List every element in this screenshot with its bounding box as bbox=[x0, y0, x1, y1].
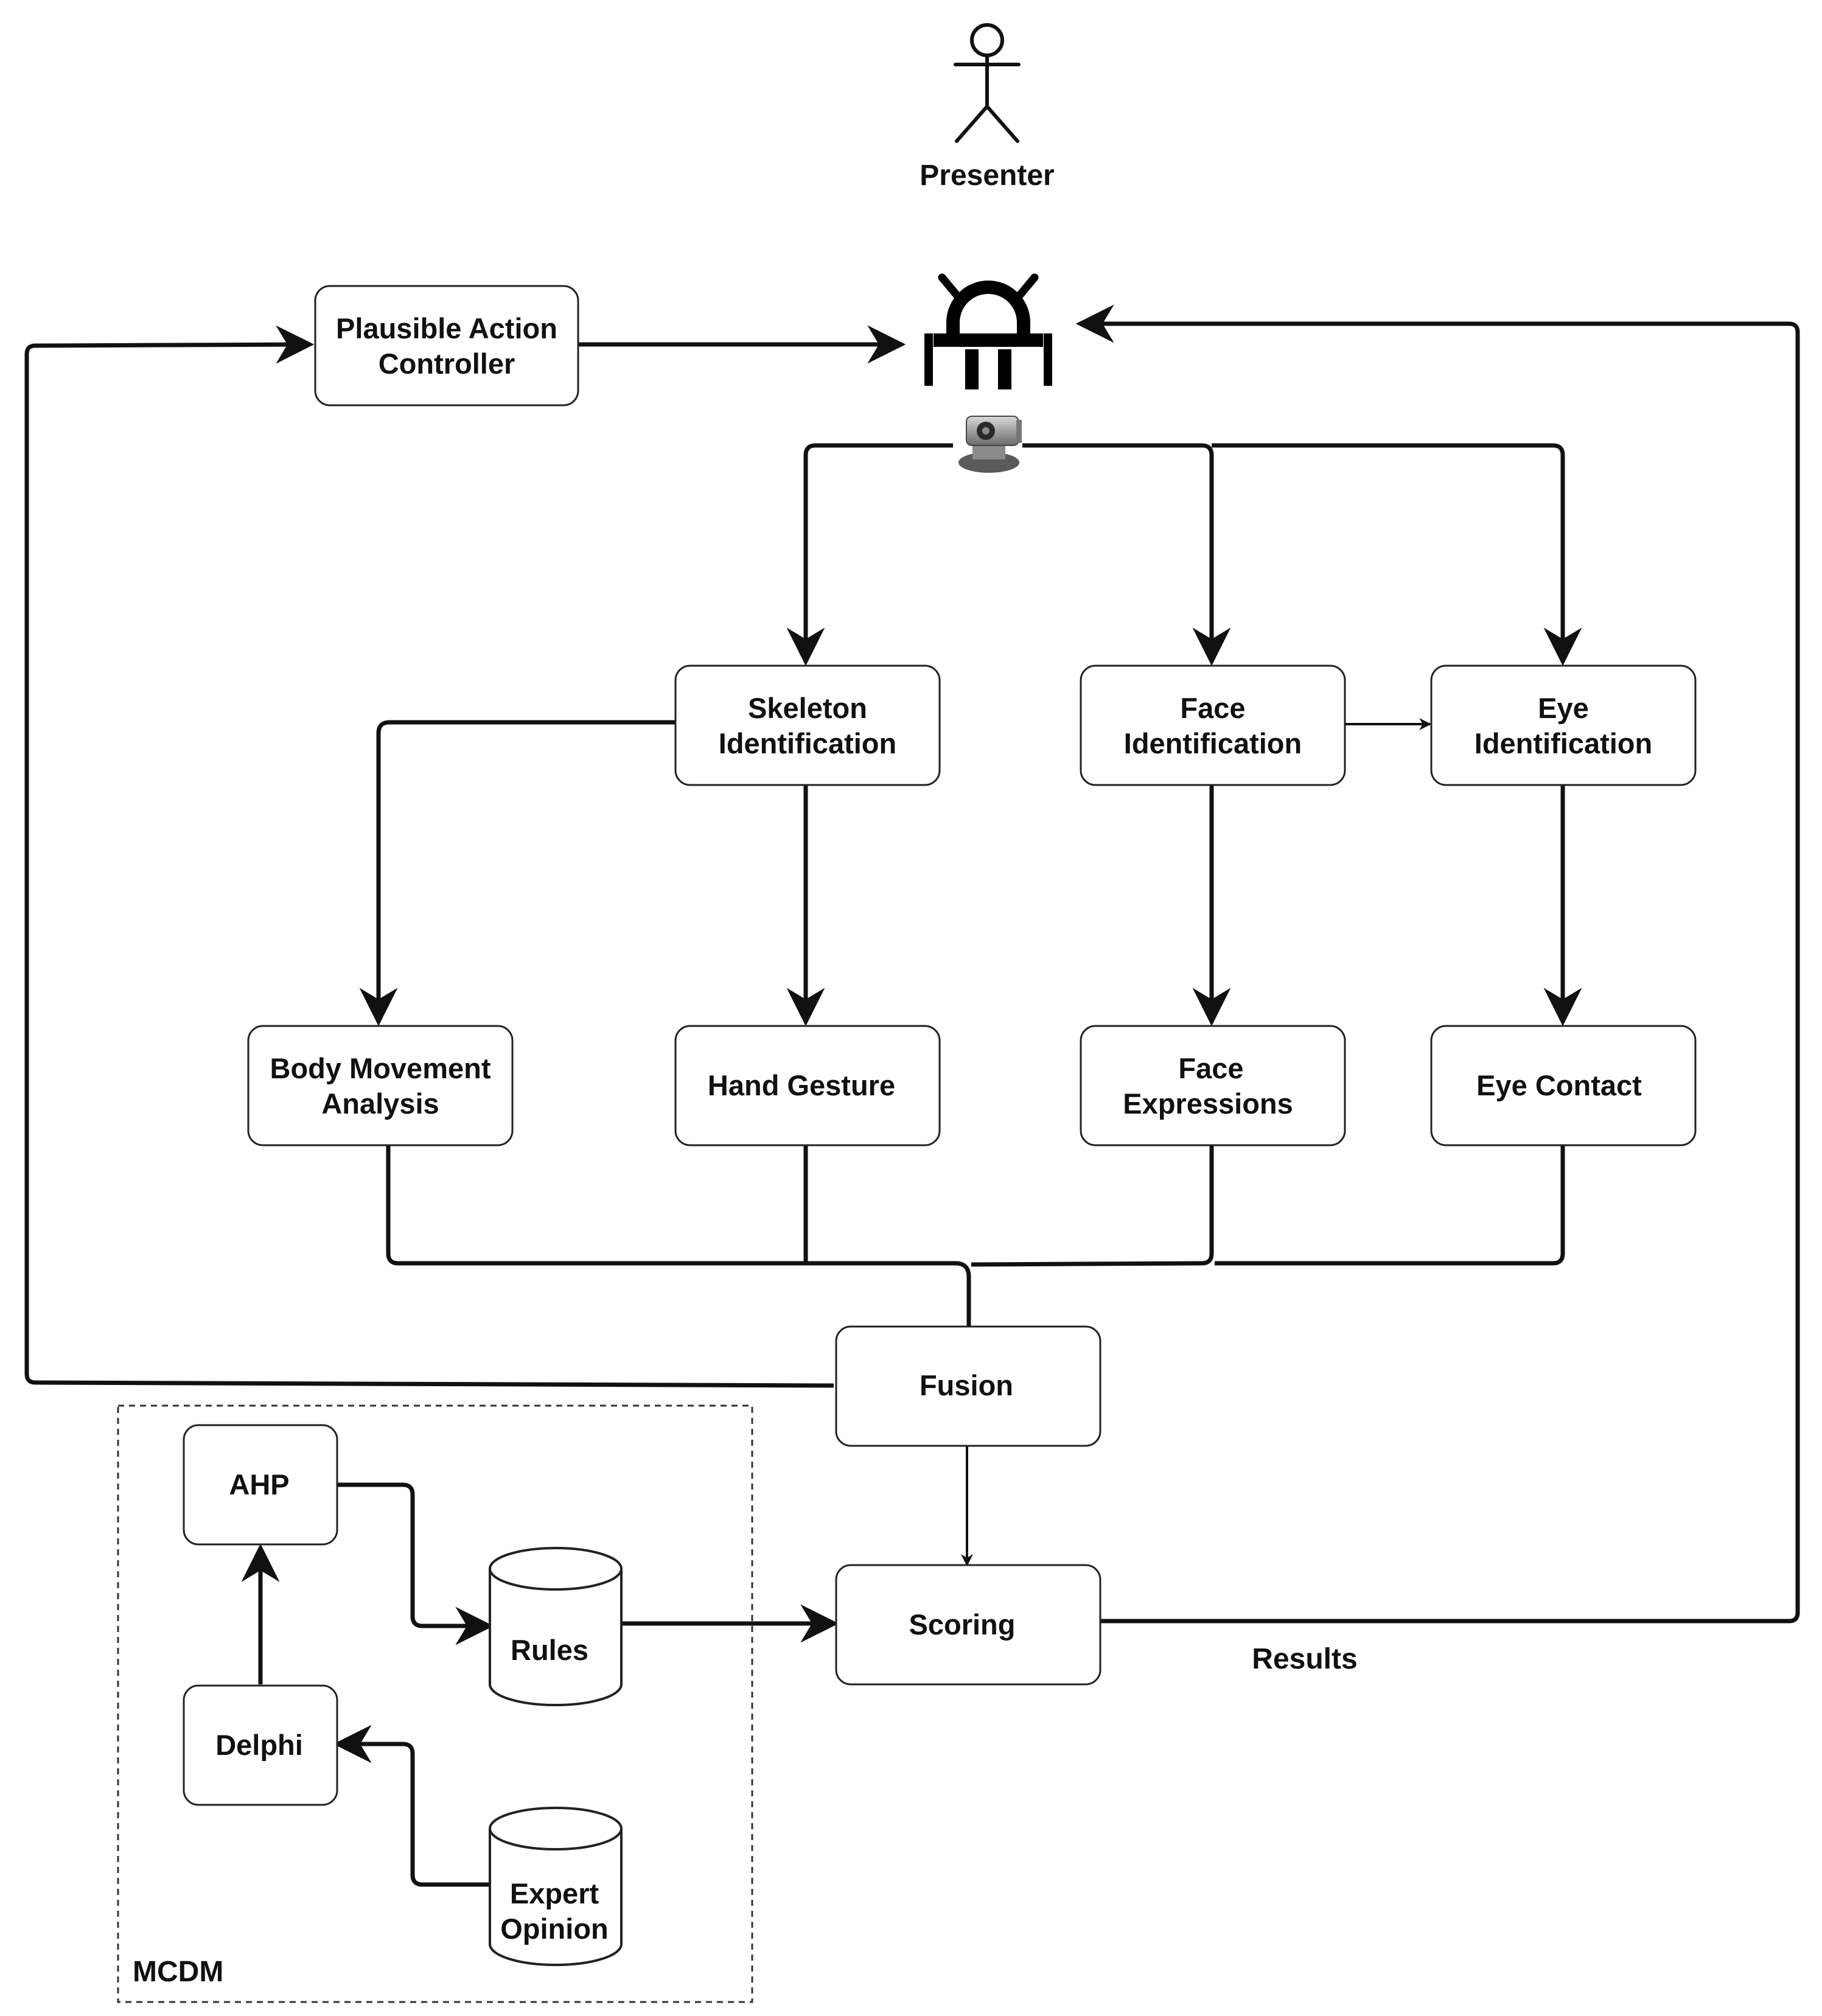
node-label: Face bbox=[1178, 1052, 1243, 1084]
mcdm-group: MCDM AHP Delphi Rules Expert Opinion bbox=[117, 1404, 753, 2003]
node-label: Face bbox=[1180, 692, 1245, 724]
database-label: Opinion bbox=[500, 1913, 609, 1945]
node-eye-contact: Eye Contact bbox=[1430, 1025, 1697, 1146]
node-hand-gesture: Hand Gesture bbox=[674, 1025, 941, 1146]
node-label: Plausible Action bbox=[336, 312, 557, 344]
edge-skeleton-to-body bbox=[359, 720, 675, 1027]
node-face-identification: Face Identification bbox=[1080, 664, 1346, 786]
edge-eye-contact-merge bbox=[1215, 1144, 1565, 1266]
node-label: Eye Contact bbox=[1476, 1069, 1642, 1101]
robot-icon bbox=[924, 273, 1052, 389]
node-label: Scoring bbox=[909, 1608, 1016, 1641]
node-label: Identification bbox=[1475, 727, 1652, 759]
node-delphi: Delphi bbox=[183, 1684, 338, 1806]
edge-camera-to-face-id bbox=[1022, 443, 1231, 666]
node-scoring: Scoring bbox=[835, 1564, 1101, 1686]
presenter-actor: Presenter bbox=[920, 23, 1055, 192]
presenter-label: Presenter bbox=[920, 159, 1054, 192]
results-label: Results bbox=[1252, 1643, 1357, 1675]
edge-fusion-to-pac bbox=[24, 325, 834, 1388]
node-label: Body Movement bbox=[270, 1052, 491, 1084]
database-label: Rules bbox=[511, 1634, 588, 1666]
node-fusion: Fusion bbox=[835, 1325, 1101, 1447]
edge-scoring-to-robot bbox=[1075, 304, 1800, 1624]
node-label: Identification bbox=[719, 727, 896, 759]
edge-camera-to-eye-id bbox=[1212, 443, 1582, 666]
database-expert-opinion: Expert Opinion bbox=[489, 1807, 623, 1966]
edge-camera-to-skeleton bbox=[786, 443, 953, 666]
node-eye-identification: Eye Identification bbox=[1430, 664, 1697, 786]
camera-icon bbox=[958, 416, 1022, 473]
node-label: Fusion bbox=[920, 1369, 1013, 1401]
stick-figure-icon bbox=[954, 23, 1021, 143]
node-body-movement-analysis: Body Movement Analysis bbox=[247, 1025, 514, 1146]
edges bbox=[24, 304, 1800, 1887]
node-label: Expressions bbox=[1123, 1087, 1293, 1120]
node-label: Identification bbox=[1124, 727, 1302, 759]
node-ahp: AHP bbox=[183, 1424, 338, 1546]
edge-body-merge bbox=[386, 1144, 971, 1328]
node-label: Hand Gesture bbox=[708, 1069, 895, 1101]
node-label: Delphi bbox=[215, 1729, 303, 1761]
node-label: Skeleton bbox=[748, 692, 867, 724]
node-label: Eye bbox=[1538, 692, 1589, 724]
edge-ahp-to-rules bbox=[337, 1482, 494, 1645]
node-label: Analysis bbox=[321, 1087, 439, 1120]
database-label: Expert bbox=[510, 1877, 599, 1910]
database-rules: Rules bbox=[489, 1547, 623, 1706]
node-plausible-action-controller: Plausible Action Controller bbox=[314, 285, 579, 406]
node-label: AHP bbox=[229, 1468, 289, 1501]
edge-expert-to-delphi bbox=[333, 1725, 490, 1887]
node-face-expressions: Face Expressions bbox=[1080, 1025, 1346, 1146]
node-label: Controller bbox=[379, 347, 515, 380]
mcdm-boundary bbox=[117, 1404, 753, 2003]
mcdm-label: MCDM bbox=[133, 1956, 223, 1988]
node-skeleton-identification: Skeleton Identification bbox=[674, 664, 941, 786]
edge-expressions-merge bbox=[971, 1144, 1214, 1267]
